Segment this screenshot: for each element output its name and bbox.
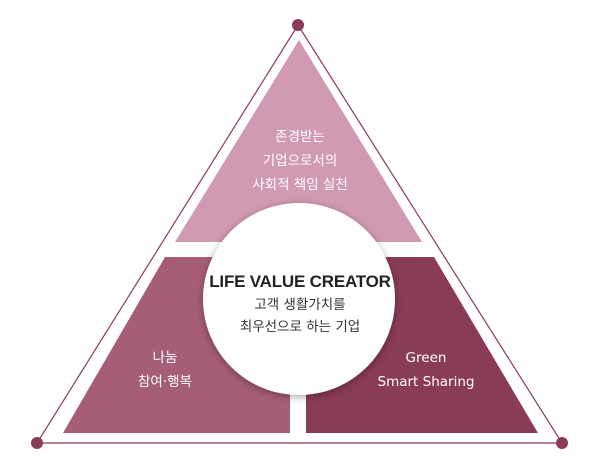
segment-top-line-3: 사회적 책임 실천 — [252, 177, 348, 193]
segment-top — [175, 40, 422, 242]
node-bottom-right — [556, 437, 568, 449]
segment-left-line-2: 참여·행복 — [138, 374, 192, 390]
node-top — [292, 19, 304, 31]
node-bottom-left — [31, 437, 43, 449]
segment-top-line-2: 기업으로서의 — [262, 153, 338, 169]
segment-right-line-1: Green — [405, 350, 447, 366]
segment-top-line-1: 존경받는 — [275, 129, 325, 145]
center-line-1: 고객 생활가치를 — [254, 297, 346, 313]
segment-left-line-1: 나눔 — [152, 350, 178, 366]
segment-top-label: 존경받는 기업으로서의 사회적 책임 실천 — [200, 125, 400, 197]
segment-left-label: 나눔 참여·행복 — [75, 346, 255, 394]
center-line-2: 최우선으로 하는 기업 — [239, 319, 361, 335]
center-title: LIFE VALUE CREATOR — [209, 272, 391, 291]
center-label: LIFE VALUE CREATOR 고객 생활가치를 최우선으로 하는 기업 — [205, 270, 395, 338]
outer-triangle-outline — [35, 23, 564, 444]
segment-right-label: Green Smart Sharing — [336, 346, 516, 394]
segment-right-line-2: Smart Sharing — [377, 374, 475, 390]
center-circle — [203, 203, 395, 395]
